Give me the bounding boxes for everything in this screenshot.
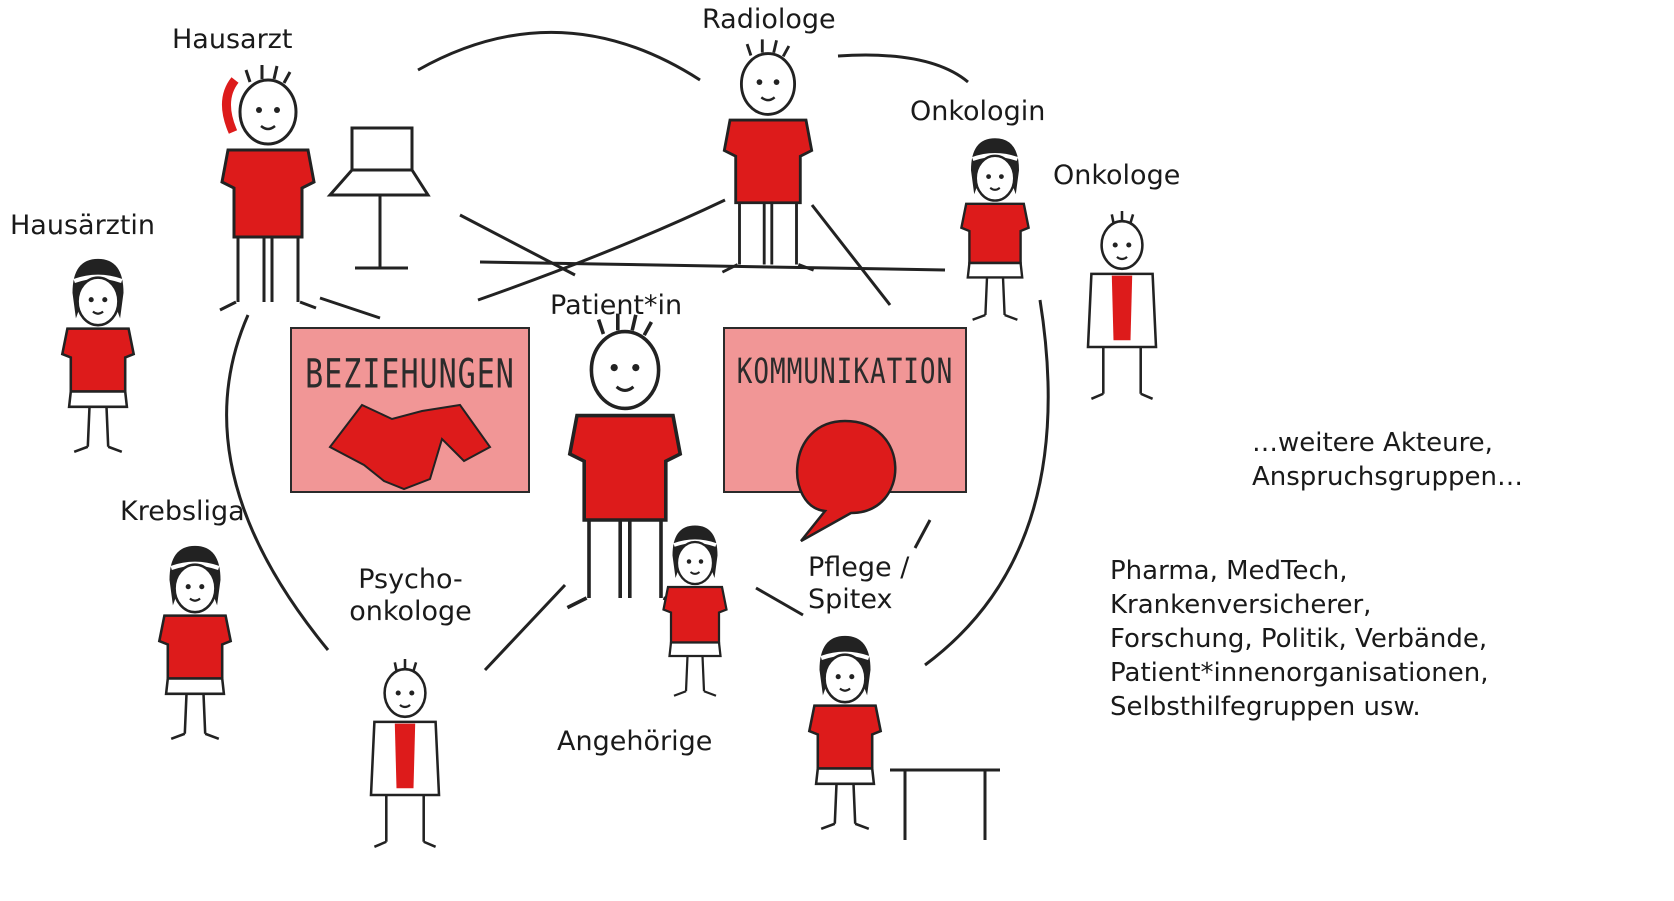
label-psychoonkologe-line1: Psycho- <box>358 564 463 595</box>
label-onkologe: Onkologe <box>1053 160 1181 191</box>
label-pflege-line1: Pflege / <box>808 552 910 583</box>
hausaerztin-figure <box>62 259 133 452</box>
patient-figure <box>565 311 685 610</box>
radiologe-figure <box>720 37 816 274</box>
hausarzt-figure <box>218 63 318 312</box>
pflege-figure <box>809 636 880 829</box>
weitere-line-2: Anspruchsgruppen… <box>1252 462 1523 492</box>
stakeholder-list: Pharma, MedTech, Krankenversicherer, For… <box>1110 554 1489 724</box>
connection-lines <box>225 30 1050 672</box>
speech-bubble-icon <box>795 419 897 543</box>
label-patient: Patient*in <box>550 290 683 321</box>
onkologin-figure <box>961 138 1028 320</box>
stakeholder-line-4: Patient*innenorganisationen, <box>1110 658 1489 688</box>
onkologe-figure <box>1086 209 1158 401</box>
krebsliga-figure <box>159 546 230 739</box>
label-hausaerztin: Hausärztin <box>10 210 156 241</box>
label-radiologe: Radiologe <box>702 4 836 35</box>
table-icon <box>890 768 1000 840</box>
label-hausarzt: Hausarzt <box>172 24 293 55</box>
laptop-stand-icon <box>326 126 431 270</box>
label-krebsliga: Krebsliga <box>120 496 245 527</box>
weitere-akteure-note: …weitere Akteure, Anspruchsgruppen… <box>1252 426 1523 494</box>
label-angehoerige: Angehörige <box>557 726 713 757</box>
label-psychoonkologe-line2: onkologe <box>349 596 472 628</box>
beziehungen-panel: BEZIEHUNGEN <box>290 327 530 493</box>
psychoonkologe-figure <box>369 657 441 849</box>
stakeholder-line-3: Forschung, Politik, Verbände, <box>1110 624 1488 654</box>
stakeholder-line-5: Selbsthilfegruppen usw. <box>1110 692 1421 722</box>
kommunikation-title: KOMMUNIKATION <box>736 351 954 393</box>
handshake-icon <box>328 403 492 491</box>
stakeholder-line-1: Pharma, MedTech, <box>1110 556 1348 586</box>
weitere-line-1: …weitere Akteure, <box>1252 428 1493 458</box>
label-onkologin: Onkologin <box>910 96 1046 127</box>
kommunikation-panel: KOMMUNIKATION <box>723 327 967 543</box>
stakeholder-line-2: Krankenversicherer, <box>1110 590 1372 620</box>
beziehungen-title: BEZIEHUNGEN <box>305 350 515 399</box>
label-pflege: Pflege / Spitex <box>808 552 909 617</box>
label-pflege-line2: Spitex <box>808 584 893 616</box>
phone-icon <box>222 77 239 134</box>
angehoerige-figure <box>661 523 729 698</box>
label-psychoonkologe: Psycho- onkologe <box>343 564 478 629</box>
